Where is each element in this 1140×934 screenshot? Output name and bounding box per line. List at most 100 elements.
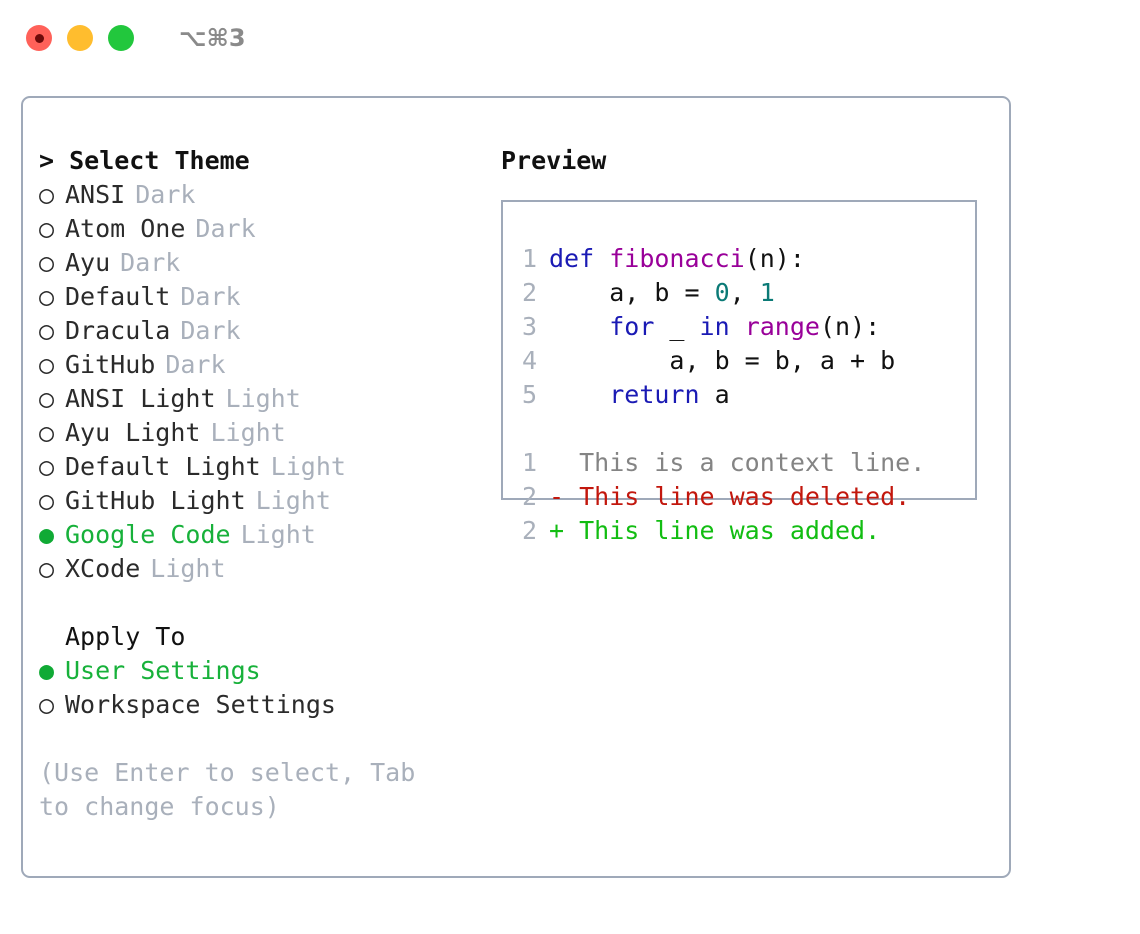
apply-to-label: User Settings xyxy=(65,656,261,685)
theme-list-item[interactable]: ○ Default Light Light xyxy=(39,450,509,484)
radio-unselected-icon: ○ xyxy=(39,282,55,311)
line-number: 1 xyxy=(521,244,537,273)
code-line: 4 a, b = b, a + b xyxy=(503,344,975,378)
line-number: 2 xyxy=(521,482,537,511)
close-button-icon[interactable] xyxy=(26,25,52,51)
radio-selected-icon: ● xyxy=(39,656,55,685)
apply-to-label: Workspace Settings xyxy=(65,690,336,719)
theme-list-item[interactable]: ○ Dracula Dark xyxy=(39,314,509,348)
radio-unselected-icon: ○ xyxy=(39,350,55,379)
line-number: 5 xyxy=(521,380,537,409)
code-line: 2 a, b = 0, 1 xyxy=(503,276,975,310)
theme-kind-label: Dark xyxy=(180,282,241,311)
code-line-text: return a xyxy=(549,378,729,412)
traffic-lights xyxy=(26,25,134,51)
minimize-button-icon[interactable] xyxy=(67,25,93,51)
theme-name-label: Ayu Light xyxy=(65,418,201,447)
code-token-pl: a, b = b, a + b xyxy=(549,346,896,375)
theme-list-item[interactable]: ○ GitHub Dark xyxy=(39,348,509,382)
maximize-button-icon[interactable] xyxy=(108,25,134,51)
radio-unselected-icon: ○ xyxy=(39,486,55,515)
code-token-num: 0 xyxy=(714,278,730,307)
theme-kind-label: Light xyxy=(240,520,316,549)
radio-selected-icon: ● xyxy=(39,520,55,549)
theme-name-label: Default Light xyxy=(65,452,261,481)
theme-list-item[interactable]: ○ Atom One Dark xyxy=(39,212,509,246)
code-line: 3 for _ in range(n): xyxy=(503,310,975,344)
theme-kind-label: Light xyxy=(150,554,226,583)
code-token-kw: return xyxy=(609,380,700,409)
theme-kind-label: Dark xyxy=(165,350,226,379)
radio-unselected-icon: ○ xyxy=(39,248,55,277)
radio-unselected-icon: ○ xyxy=(39,554,55,583)
code-token-kw: in xyxy=(699,312,730,341)
code-line: 1 def fibonacci(n): xyxy=(503,242,975,276)
theme-name-label: ANSI Light xyxy=(65,384,216,413)
code-line-text: a, b = b, a + b xyxy=(549,344,895,378)
diff-sample: 1 This is a context line.2- This line wa… xyxy=(503,446,975,548)
theme-name-label: GitHub xyxy=(65,350,156,379)
code-token-pl xyxy=(549,312,609,341)
code-token-pl: a, b = xyxy=(549,278,715,307)
line-number: 4 xyxy=(521,346,537,375)
line-number: 2 xyxy=(521,516,537,545)
theme-list-item[interactable]: ○ ANSI Light Light xyxy=(39,382,509,416)
diff-line: 2 - This line was deleted. xyxy=(503,480,975,514)
theme-kind-label: Light xyxy=(270,452,346,481)
apply-to-option[interactable]: ○ Workspace Settings xyxy=(39,688,509,722)
line-number: 3 xyxy=(521,312,537,341)
code-token-pl xyxy=(549,380,609,409)
radio-unselected-icon: ○ xyxy=(39,316,55,345)
diff-line: 1 This is a context line. xyxy=(503,446,975,480)
theme-kind-label: Dark xyxy=(135,180,196,209)
code-token-fn: fibonacci xyxy=(609,244,745,273)
theme-name-label: Google Code xyxy=(65,520,231,549)
theme-name-label: Dracula xyxy=(65,316,171,345)
diff-line-text-add: + This line was added. xyxy=(549,516,881,545)
code-line-text: def fibonacci(n): xyxy=(549,242,805,276)
theme-name-label: Atom One xyxy=(65,214,186,243)
code-token-pl: , xyxy=(729,278,760,307)
radio-unselected-icon: ○ xyxy=(39,452,55,481)
code-token-num: 1 xyxy=(759,278,775,307)
theme-list-item[interactable]: ○ GitHub Light Light xyxy=(39,484,509,518)
code-token-kw: def xyxy=(549,244,610,273)
code-token-pl: (n): xyxy=(744,244,805,273)
theme-name-label: Default xyxy=(65,282,171,311)
list-spacer xyxy=(39,586,509,620)
radio-unselected-icon: ○ xyxy=(39,384,55,413)
record-dot-icon xyxy=(34,33,44,43)
code-token-pl: (n): xyxy=(819,312,881,341)
code-line: 5 return a xyxy=(503,378,975,412)
title-bar: ⌥⌘3 xyxy=(0,0,1140,76)
radio-unselected-icon: ○ xyxy=(39,690,55,719)
theme-list-item[interactable]: ● Google Code Light xyxy=(39,518,509,552)
line-number: 2 xyxy=(521,278,537,307)
theme-list-item[interactable]: ○ Default Dark xyxy=(39,280,509,314)
theme-name-label: GitHub Light xyxy=(65,486,246,515)
theme-list-item[interactable]: ○ XCode Light xyxy=(39,552,509,586)
theme-kind-label: Light xyxy=(255,486,331,515)
theme-kind-label: Dark xyxy=(195,214,256,243)
theme-name-label: XCode xyxy=(65,554,141,583)
theme-kind-label: Dark xyxy=(120,248,181,277)
code-token-pl: _ xyxy=(654,312,700,341)
diff-line: 2 + This line was added. xyxy=(503,514,975,548)
radio-unselected-icon: ○ xyxy=(39,214,55,243)
code-diff-separator xyxy=(503,412,975,446)
code-token-pl xyxy=(730,312,745,341)
theme-kind-label: Dark xyxy=(180,316,241,345)
apply-to-option[interactable]: ● User Settings xyxy=(39,654,509,688)
diff-line-text-ctx: This is a context line. xyxy=(549,448,926,477)
radio-unselected-icon: ○ xyxy=(39,418,55,447)
diff-line-text-del: - This line was deleted. xyxy=(549,482,911,511)
theme-kind-label: Light xyxy=(225,384,301,413)
apply-to-header: Apply To xyxy=(65,622,186,651)
